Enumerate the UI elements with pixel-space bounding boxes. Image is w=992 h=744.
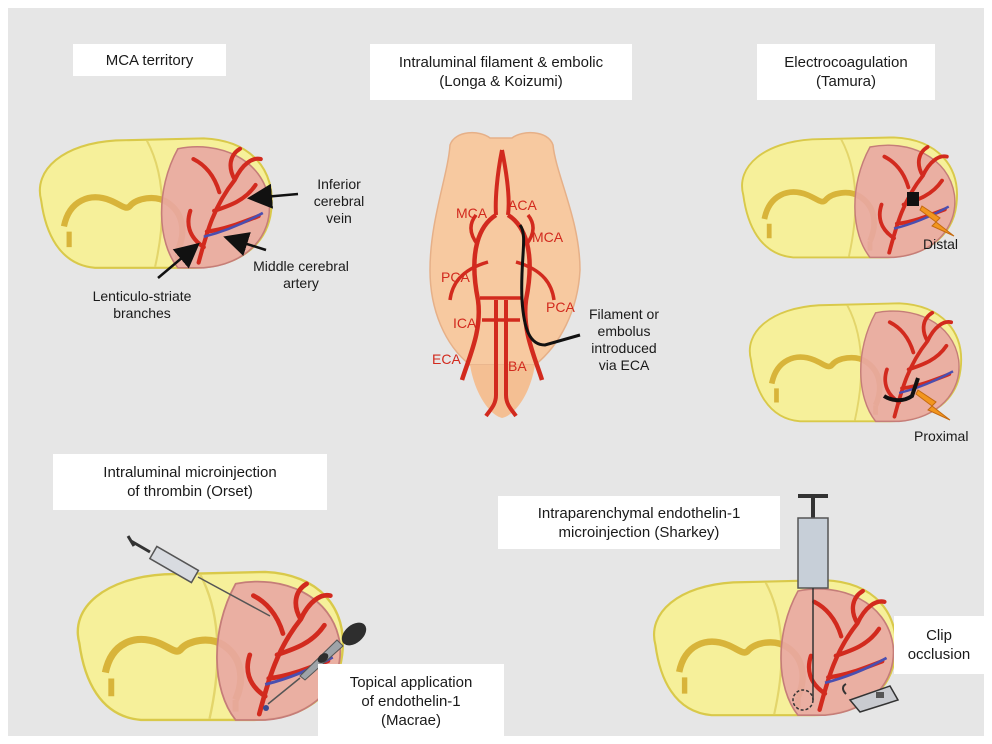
- title-electrocoagulation: Electrocoagulation (Tamura): [757, 44, 935, 100]
- label-filament-embolus: Filament or embolus introduced via ECA: [584, 306, 664, 374]
- label-proximal: Proximal: [914, 428, 980, 445]
- title-clip-occlusion: Clip occlusion: [894, 616, 984, 674]
- vessel-eca: ECA: [432, 351, 461, 367]
- mca-territory-slice: [40, 138, 272, 267]
- vessel-mca-right: MCA: [532, 229, 564, 245]
- rat-brain-ventral: MCA ACA MCA PCA PCA ICA ECA BA: [430, 133, 580, 418]
- title-mca-territory: MCA territory: [73, 44, 226, 76]
- vessel-mca-left: MCA: [456, 205, 488, 221]
- label-lenticulo-striate: Lenticulo-striate branches: [72, 288, 212, 322]
- vessel-pca-left: PCA: [441, 269, 470, 285]
- title-thrombin: Intraluminal microinjection of thrombin …: [53, 454, 327, 510]
- label-inferior-cerebral-vein: Inferior cerebral vein: [304, 176, 374, 227]
- vessel-aca: ACA: [508, 197, 537, 213]
- vessel-pca-right: PCA: [546, 299, 575, 315]
- vessel-ica: ICA: [453, 315, 477, 331]
- thrombin-slice: [78, 572, 343, 720]
- title-sharkey: Intraparenchymal endothelin-1 microinjec…: [498, 496, 780, 549]
- coagulation-mark-distal: [907, 192, 919, 206]
- title-intraluminal: Intraluminal filament & embolic (Longa &…: [370, 44, 632, 100]
- label-distal: Distal: [923, 236, 973, 253]
- label-middle-cerebral-artery: Middle cerebral artery: [236, 258, 366, 292]
- sharkey-slice: [654, 580, 896, 715]
- vessel-ba: BA: [508, 358, 527, 374]
- title-topical: Topical application of endothelin-1 (Mac…: [318, 664, 504, 738]
